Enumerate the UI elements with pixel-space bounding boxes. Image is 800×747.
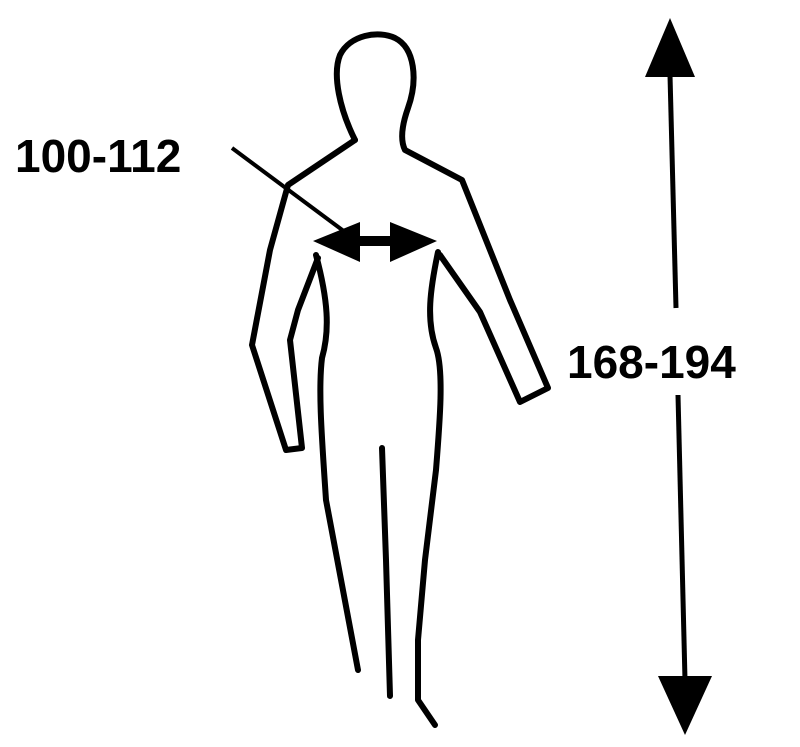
body-outline-left	[333, 31, 551, 405]
height-arrow-shaft-top	[667, 74, 679, 309]
chest-arrowhead-left	[313, 222, 360, 262]
height-arrowhead-top	[645, 18, 695, 77]
body-outline-right-arm	[249, 137, 358, 453]
torso-left-side	[313, 252, 361, 673]
chest-arrowhead-right	[390, 222, 437, 262]
height-arrowhead-bottom	[658, 676, 712, 735]
chest-measure-label: 100-112	[15, 130, 181, 182]
chest-width-arrow	[313, 222, 437, 262]
human-body-outline-icon	[249, 31, 551, 728]
torso-right-side	[415, 249, 444, 728]
chest-arrow-shaft	[355, 236, 395, 246]
height-arrow-shaft-bottom	[675, 394, 688, 681]
height-measure-label: 168-194	[567, 336, 736, 388]
chest-leader-line	[230, 146, 347, 234]
inner-leg-line	[379, 445, 393, 699]
height-arrow	[645, 18, 712, 735]
